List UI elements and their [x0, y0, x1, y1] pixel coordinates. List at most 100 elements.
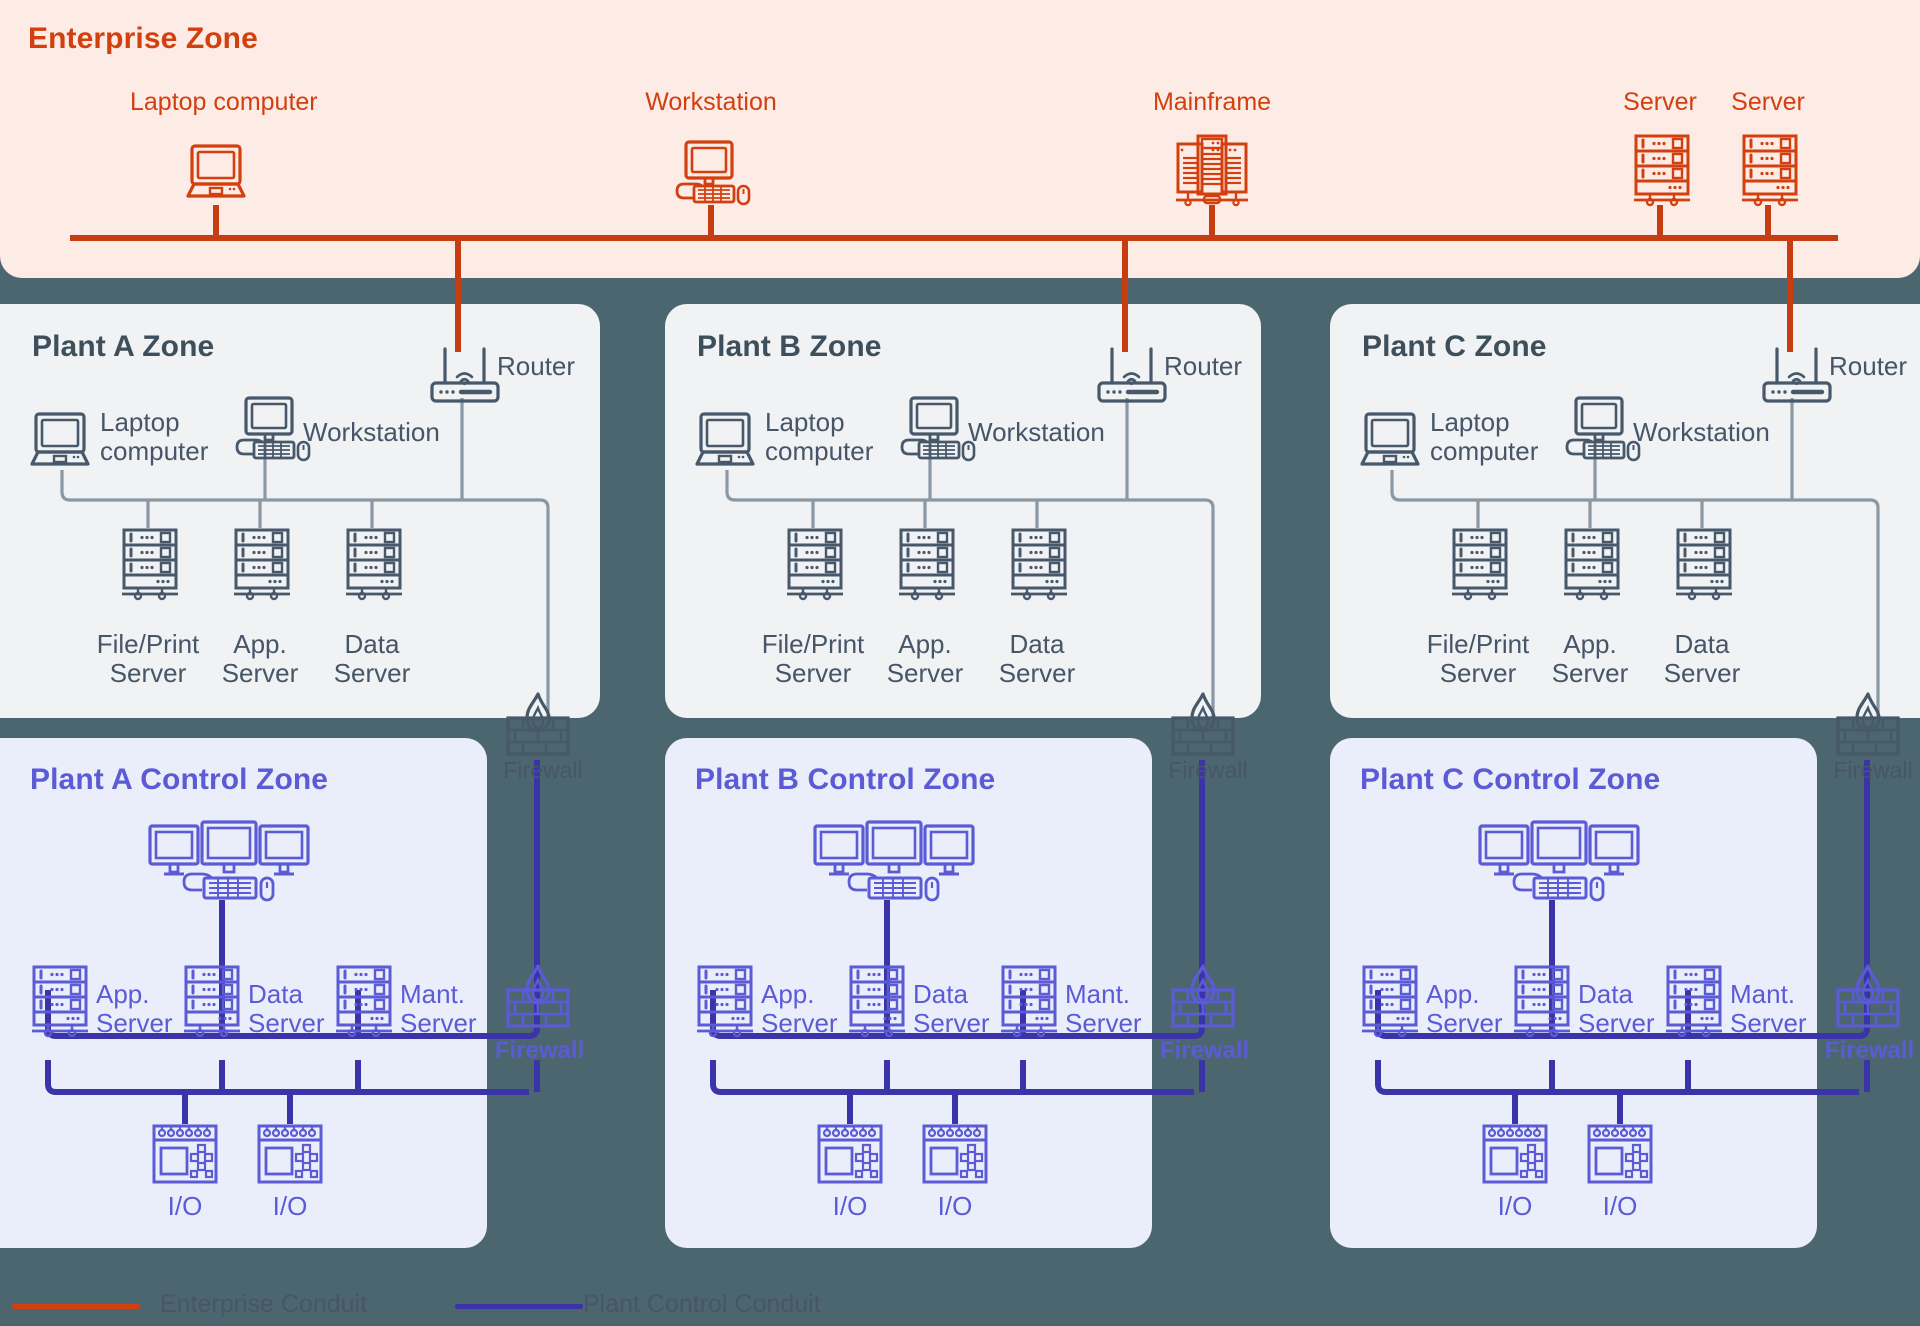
enterprise-node-label-server-1: Server — [1623, 88, 1697, 116]
server-rack-icon[interactable] — [1512, 965, 1572, 1038]
plant-a-laptop-label: Laptop computer — [100, 407, 209, 467]
plant-a-control-zone-title: Plant A Control Zone — [30, 763, 329, 796]
plant-control-conduit-group — [45, 760, 1870, 1124]
plant-a-io-label-0: I/O — [167, 1191, 203, 1221]
router-icon[interactable] — [432, 349, 498, 401]
plant-c-router-label: Router — [1829, 351, 1908, 381]
plant-a-ctrl-firewall-label: Firewall — [494, 1037, 585, 1064]
plant-b-zone-title: Plant B Zone — [697, 330, 882, 363]
plant-b-router-label: Router — [1164, 351, 1243, 381]
plant-b-ctrl-firewall-label: Firewall — [1159, 1037, 1250, 1064]
plant-c-bus — [1390, 470, 1880, 720]
plant-b-zone-panel — [665, 304, 1261, 718]
plant-c-control-zone-title: Plant C Control Zone — [1360, 763, 1661, 796]
laptop-icon[interactable] — [186, 144, 246, 198]
io-module-icon[interactable] — [922, 1124, 988, 1184]
enterprise-node-label-laptop: Laptop computer — [130, 88, 318, 116]
plant-c-server-label-1: App. Server — [1551, 629, 1629, 689]
workstation-icon[interactable] — [235, 396, 311, 462]
plant-b-bus — [725, 470, 1215, 720]
server-rack-icon[interactable] — [1740, 134, 1800, 207]
plant-a-ctrl-bus-lower — [45, 1060, 529, 1095]
legend-label-enterprise: Enterprise Conduit — [160, 1290, 368, 1318]
triple-monitor-icon[interactable] — [1478, 820, 1640, 902]
workstation-icon[interactable] — [900, 396, 976, 462]
server-rack-icon[interactable] — [232, 528, 292, 601]
server-rack-icon[interactable] — [1632, 134, 1692, 207]
plant-c-io-label-1: I/O — [1602, 1191, 1638, 1221]
server-rack-icon[interactable] — [847, 965, 907, 1038]
plant-b-laptop-label: Laptop computer — [765, 407, 874, 467]
workstation-icon[interactable] — [1565, 396, 1641, 462]
server-rack-icon[interactable] — [1664, 965, 1724, 1038]
io-module-icon[interactable] — [257, 1124, 323, 1184]
plant-c-zone-panel — [1330, 304, 1920, 718]
plant-a-firewall-label: Firewall — [503, 757, 583, 783]
plant-c-laptop-label: Laptop computer — [1430, 407, 1539, 467]
legend-swatch-control — [455, 1304, 583, 1309]
enterprise-zone-title: Enterprise Zone — [28, 22, 258, 55]
plant-a-server-label-2: Data Server — [333, 629, 411, 689]
plant-a-bus — [60, 470, 550, 720]
server-rack-icon[interactable] — [1674, 528, 1734, 601]
server-rack-icon[interactable] — [999, 965, 1059, 1038]
triple-monitor-icon[interactable] — [813, 820, 975, 902]
laptop-icon[interactable] — [1360, 412, 1420, 466]
plant-b-ctrl-server-label-2: Mant. Server — [1065, 979, 1142, 1039]
io-module-icon[interactable] — [817, 1124, 883, 1184]
firewall-icon[interactable] — [1836, 692, 1900, 756]
workstation-icon[interactable] — [675, 140, 751, 206]
router-icon[interactable] — [1764, 349, 1830, 401]
server-rack-icon[interactable] — [695, 965, 755, 1038]
enterprise-conduit-group — [70, 205, 1838, 352]
plant-c-internal-links — [1390, 398, 1880, 720]
plant-b-ctrl-bus-lower — [710, 1060, 1194, 1095]
enterprise-node-label-workstation: Workstation — [645, 88, 777, 116]
plant-a-server-label-1: App. Server — [221, 629, 299, 689]
io-module-icon[interactable] — [1482, 1124, 1548, 1184]
plant-b-server-label-2: Data Server — [998, 629, 1076, 689]
enterprise-zone-panel — [0, 0, 1920, 278]
plant-a-ctrl-server-label-2: Mant. Server — [400, 979, 477, 1039]
server-rack-icon[interactable] — [120, 528, 180, 601]
triple-monitor-icon[interactable] — [148, 820, 310, 902]
enterprise-node-label-server-2: Server — [1731, 88, 1805, 116]
plant-c-server-label-0: File/Print Server — [1426, 629, 1530, 689]
plant-c-firewall-label: Firewall — [1833, 757, 1913, 783]
plant-a-server-label-0: File/Print Server — [96, 629, 200, 689]
server-rack-icon[interactable] — [1360, 965, 1420, 1038]
firewall-icon[interactable] — [1171, 692, 1235, 756]
enterprise-icons — [186, 134, 1800, 207]
plant-b-ctrl-server-label-1: Data Server — [913, 979, 990, 1039]
laptop-icon[interactable] — [695, 412, 755, 466]
plant-c-ctrl-firewall-label: Firewall — [1824, 1037, 1915, 1064]
plant-b-ctrl-server-label-0: App. Server — [761, 979, 838, 1039]
server-rack-icon[interactable] — [1009, 528, 1069, 601]
router-icon[interactable] — [1099, 349, 1165, 401]
firewall-icon[interactable] — [506, 692, 570, 756]
plant-zone-icons — [30, 349, 1900, 756]
plant-c-workstation-label: Workstation — [1633, 417, 1770, 447]
server-rack-icon[interactable] — [1450, 528, 1510, 601]
mainframe-icon[interactable] — [1174, 134, 1250, 207]
plant-c-io-label-0: I/O — [1497, 1191, 1533, 1221]
io-module-icon[interactable] — [1587, 1124, 1653, 1184]
io-module-icon[interactable] — [152, 1124, 218, 1184]
plant-a-zone-title: Plant A Zone — [32, 330, 215, 363]
plant-b-server-label-0: File/Print Server — [761, 629, 865, 689]
plant-c-ctrl-server-label-0: App. Server — [1426, 979, 1503, 1039]
plant-b-io-label-0: I/O — [832, 1191, 868, 1221]
server-rack-icon[interactable] — [785, 528, 845, 601]
server-rack-icon[interactable] — [897, 528, 957, 601]
server-rack-icon[interactable] — [182, 965, 242, 1038]
server-rack-icon[interactable] — [1562, 528, 1622, 601]
plant-c-server-label-2: Data Server — [1663, 629, 1741, 689]
server-rack-icon[interactable] — [334, 965, 394, 1038]
plant-a-io-label-1: I/O — [272, 1191, 308, 1221]
laptop-icon[interactable] — [30, 412, 90, 466]
server-rack-icon[interactable] — [344, 528, 404, 601]
plant-a-ctrl-server-label-1: Data Server — [248, 979, 325, 1039]
server-rack-icon[interactable] — [30, 965, 90, 1038]
